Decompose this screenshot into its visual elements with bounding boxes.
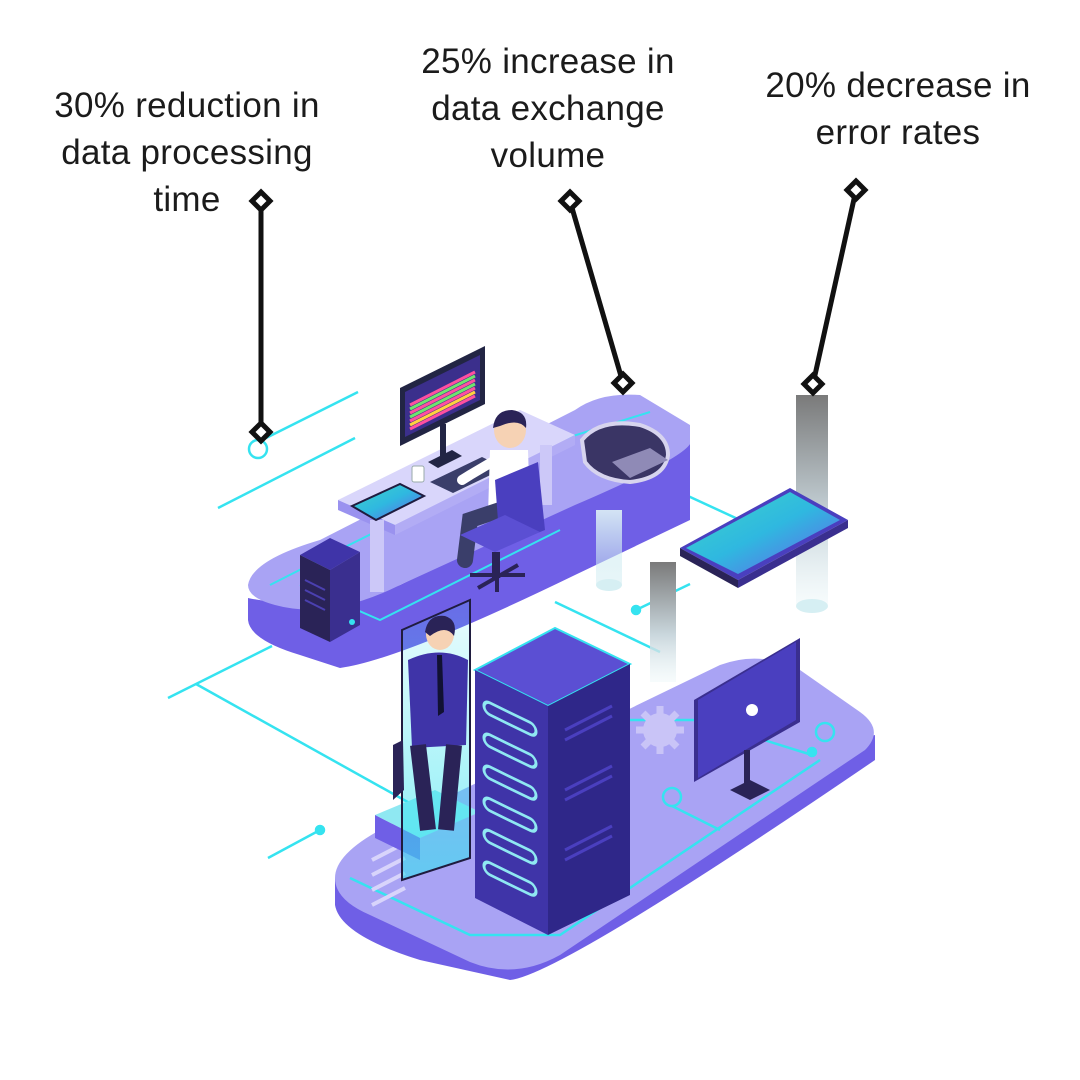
- callout-line: 20% decrease in: [765, 66, 1031, 105]
- office-chair: [460, 462, 545, 592]
- pc-tower-icon: [300, 538, 360, 642]
- desktop-monitor-icon: [400, 346, 485, 468]
- callout-pointers: [248, 177, 869, 445]
- callout-exchange-volume: 25% increase in data exchange volume: [398, 38, 698, 179]
- callout-line: time: [153, 180, 221, 219]
- callout-line: error rates: [815, 113, 981, 152]
- callout-line: 30% reduction in: [54, 86, 320, 125]
- callout-line: data exchange: [431, 89, 665, 128]
- callout-line: 25% increase in: [421, 42, 675, 81]
- circuit-lines: [167, 390, 741, 860]
- standing-man: [393, 615, 468, 831]
- server-rack-icon: [472, 626, 633, 935]
- callout-line: data processing: [61, 133, 313, 172]
- callout-line: volume: [490, 136, 606, 175]
- tablet-icon: [680, 488, 848, 588]
- gear-icon: [636, 706, 684, 754]
- callout-processing-time: 30% reduction in data processing time: [32, 82, 342, 223]
- lower-monitor-icon: [694, 638, 800, 800]
- callout-error-rates: 20% decrease in error rates: [748, 62, 1048, 156]
- vr-headset-icon: [579, 421, 671, 485]
